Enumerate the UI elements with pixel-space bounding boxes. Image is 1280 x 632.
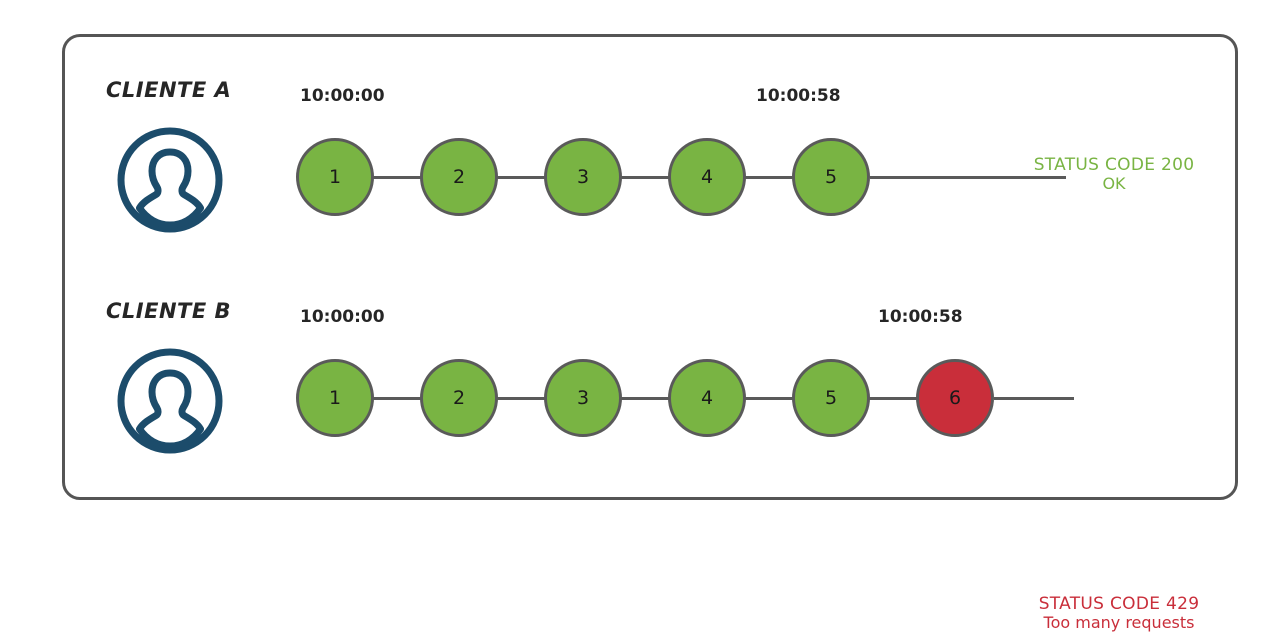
timestamp-start-a: 10:00:00 (300, 86, 385, 106)
timestamp-end-a: 10:00:58 (756, 86, 841, 106)
status-code-a: STATUS CODE 200 (1033, 155, 1195, 175)
request-node[interactable]: 4 (668, 359, 746, 437)
request-node[interactable]: 3 (544, 359, 622, 437)
timestamp-start-b: 10:00:00 (300, 307, 385, 327)
client-label-b: CLIENTE B (106, 299, 232, 323)
person-avatar-icon-a (114, 124, 226, 236)
chain-tail-line (870, 176, 1066, 179)
status-message-a: OK (1102, 174, 1126, 194)
request-node[interactable]: 2 (420, 138, 498, 216)
chain-connector (373, 397, 421, 400)
chain-connector (869, 397, 917, 400)
request-node[interactable]: 1 (296, 359, 374, 437)
person-avatar-icon-b (114, 345, 226, 457)
chain-tail-line (994, 397, 1074, 400)
request-node[interactable]: 2 (420, 359, 498, 437)
request-node[interactable]: 5 (792, 138, 870, 216)
status-message-b: Too many requests (1043, 613, 1195, 632)
status-block-b: STATUS CODE 429 Too many requests (1024, 594, 1214, 632)
request-node[interactable]: 6 (916, 359, 994, 437)
request-node[interactable]: 4 (668, 138, 746, 216)
chain-connector (497, 397, 545, 400)
request-node[interactable]: 5 (792, 359, 870, 437)
chain-connector (373, 176, 421, 179)
chain-connector (497, 176, 545, 179)
request-node[interactable]: 1 (296, 138, 374, 216)
chain-connector (745, 176, 793, 179)
request-node[interactable]: 3 (544, 138, 622, 216)
status-code-b: STATUS CODE 429 (1038, 594, 1200, 614)
chain-connector (621, 397, 669, 400)
chain-connector (621, 176, 669, 179)
status-block-a: STATUS CODE 200 OK (1024, 155, 1204, 194)
chain-connector (745, 397, 793, 400)
timestamp-end-b: 10:00:58 (878, 307, 963, 327)
client-label-a: CLIENTE A (106, 78, 232, 102)
diagram-panel (62, 34, 1238, 500)
